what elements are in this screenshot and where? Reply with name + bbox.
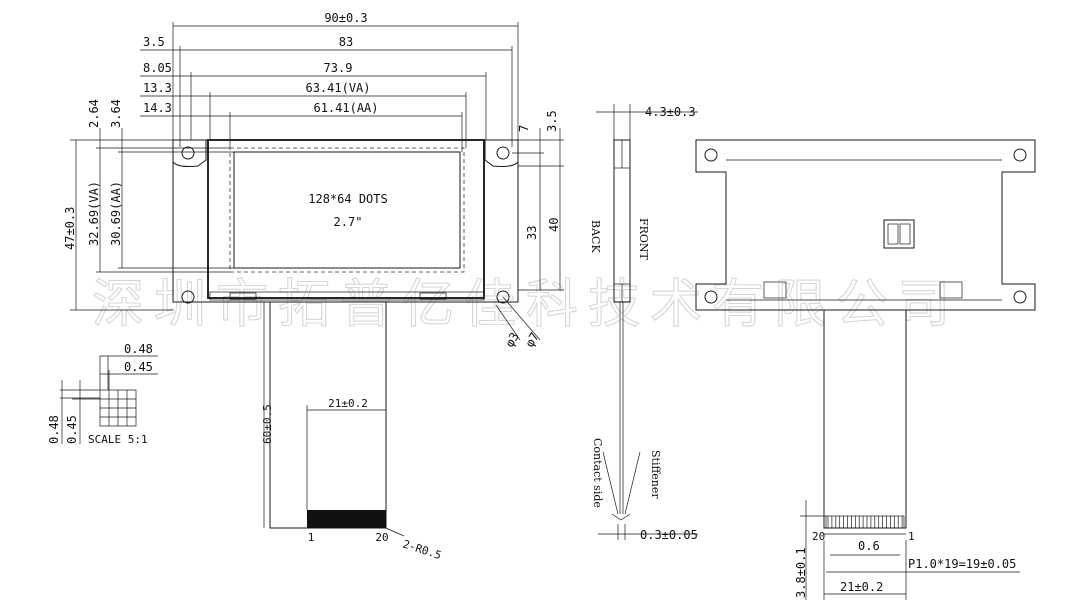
dim-active-height: 30.69(AA) [109,181,123,246]
ear-top-left [172,140,207,167]
dim-right-40: 40 [547,218,561,232]
hole-top-left [181,146,195,160]
back-fpc [823,310,907,529]
fpc-width-label: 21±0.2 [328,397,368,410]
dim-hole-pitch: 83 [339,35,353,49]
hole-small-label: φ3 [502,330,521,350]
back-hole-top-right [1013,148,1027,162]
pixel-scale: SCALE 5:1 [88,433,148,446]
pixel-h-size: 0.45 [124,360,153,374]
dim-right-7: 7 [517,125,531,132]
back-hole-bottom-right [1013,290,1027,304]
dim-viewing-width: 63.41(VA) [305,81,370,95]
back-fpc-width: 21±0.2 [840,580,883,594]
side-fpc-thickness-label: 0.3±0.05 [640,528,698,542]
pin-first-label: 1 [308,531,315,544]
side-contact-label: Contact side [591,438,604,508]
dim-viewing-height: 32.69(VA) [87,181,101,246]
pixel-detail: 0.48 0.45 0.48 0.45 SCALE 5:1 [47,342,158,446]
dim-top-2-64: 2.64 [87,99,101,128]
dim-left-3-5: 3.5 [143,35,165,49]
back-pin-width: 0.6 [858,539,880,553]
dim-right-3-5: 3.5 [545,110,559,132]
dim-top-3-64: 3.64 [109,99,123,128]
back-hole-top-left [704,148,718,162]
dim-active-width: 61.41(AA) [313,101,378,115]
dim-left-13-3: 13.3 [143,81,172,95]
back-chip [883,219,915,249]
side-view: 4.3±0.3 BACK FRONT Contact side Stiffene… [589,104,698,542]
left-dimensions [70,128,234,311]
fpc-radius-label: 2-R0.5 [401,537,443,562]
back-view: 20 1 0.6 P1.0*19=19±0.05 3.8±0.1 21±0.2 [695,139,1036,600]
pixel-v-size: 0.45 [65,415,79,444]
hole-large-label: φ7 [522,330,541,350]
back-hole-bottom-left [704,290,718,304]
fpc-contacts [307,510,386,528]
glass-frame [207,139,485,299]
display-size: 2.7" [334,215,363,229]
dim-overall-width: 90±0.3 [324,11,367,25]
hole-top-right [496,146,510,160]
side-thickness-label: 4.3±0.3 [645,105,696,119]
back-finger-lines [827,516,903,528]
hole-bottom-left [181,290,195,304]
active-area [233,151,461,269]
dim-glass-width: 73.9 [324,61,353,75]
connector-strip [209,291,485,301]
hole-bottom-right [496,290,510,304]
dim-right-33: 33 [525,226,539,240]
pixel-grid [60,355,158,444]
dim-left-14-3: 14.3 [143,101,172,115]
fpc-tail [269,302,387,529]
back-pitch: P1.0*19=19±0.05 [908,557,1016,571]
dim-left-8-05: 8.05 [143,61,172,75]
fpc-length-label: 60±0.5 [261,404,274,444]
side-back-label: BACK [589,220,602,253]
side-front-label: FRONT [637,218,650,261]
dim-overall-height: 47±0.3 [63,207,77,250]
side-stiffener-label: Stiffener [649,450,662,499]
watermark-text: 深圳市拓普亿佳科技术有限公司 [92,275,960,335]
pin-last-label: 20 [375,531,388,544]
right-dimensions [512,128,564,291]
pixel-v-pitch: 0.48 [47,415,61,444]
back-pin-right: 1 [908,530,915,543]
pixel-h-pitch: 0.48 [124,342,153,356]
top-dimensions [140,22,519,152]
back-fpc-fingers [825,515,905,529]
back-outline [695,139,1036,311]
back-pin-left: 20 [812,530,825,543]
display-resolution: 128*64 DOTS [308,192,387,206]
back-finger-length: 3.8±0.1 [794,547,808,598]
viewing-area [229,147,465,273]
front-view: 128*64 DOTS 2.7" 1 20 2-R0.5 60±0.5 21±0… [63,11,564,562]
ear-top-right [484,140,519,167]
